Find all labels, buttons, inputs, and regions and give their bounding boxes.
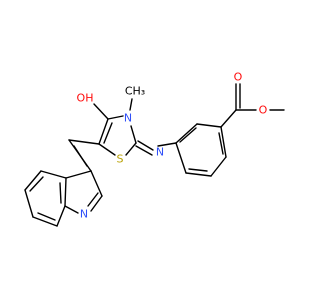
bond-imine-double-2 [135,145,153,156]
bond-c2-n1-2 [87,192,99,207]
bond-c4-oh [93,103,109,120]
bond-ring-inner-2 [188,168,208,172]
bond-c4-c5 [24,170,42,191]
bond-c5-ch [68,139,100,145]
bond-c5-s1 [98,143,116,156]
thiazole-ring [93,98,137,156]
bond-ring-c [185,172,212,177]
bond-n3-methyl [129,98,133,111]
bond-c3-c2 [90,170,103,197]
bond-c7a-c3a [64,177,67,207]
bond-ring-d [175,142,187,174]
ester-group [220,83,285,128]
atom-label-hydroxyl: OH [77,92,94,105]
bond-n3-c4 [107,115,124,120]
bond-ring-a [220,126,227,158]
atom-label-carbonyl-o: O [234,71,243,84]
bond-benzo-inner-3 [59,182,62,204]
bond-imine-double-1 [137,140,154,151]
bond-c2-n1-1 [90,195,103,212]
atom-label-imine-n: N [156,146,164,159]
bond-c3-c3a [65,170,92,179]
bond-n1-c7a [64,205,79,214]
atom-label-methyl: CH₃ [125,85,145,98]
atom-label-sulfur: S [117,153,124,166]
bond-ch-c3-double-2 [73,145,88,167]
bond-c3a-c4 [40,170,67,179]
methylidene-bridge [68,139,100,172]
bond-c4-c5-inner [103,122,113,144]
bond-carbonyl-c-benzene [220,109,237,128]
benzene-ring [175,123,227,177]
imine-link [135,140,177,156]
bond-c6-c7 [32,216,58,227]
molecule-drawing: O O N N CH₃ OH S N [24,71,285,227]
bond-benzo-inner-2 [37,212,56,221]
bond-s1-c2 [125,142,137,156]
bond-c5-c6 [24,189,34,218]
bond-c4-c5 [98,118,109,145]
bond-ring-inner-1 [218,132,224,155]
atom-label-ester-o: O [259,104,268,117]
bond-ring-e [175,123,198,144]
bond-ring-b [210,156,227,177]
indole-ring [24,170,103,227]
atom-label-indole-n: N [80,208,88,221]
bond-benzo-inner-1 [29,176,44,192]
bond-benzene-imine-n [157,142,177,147]
atom-label-ring-n: N [124,112,132,125]
bond-c7-c7a [56,205,66,227]
structure-canvas: O O N N CH₃ OH S N [24,70,285,227]
bond-ring-inner-3 [179,127,197,143]
bond-ring-f [196,123,222,128]
bond-c2-n3 [130,125,137,144]
